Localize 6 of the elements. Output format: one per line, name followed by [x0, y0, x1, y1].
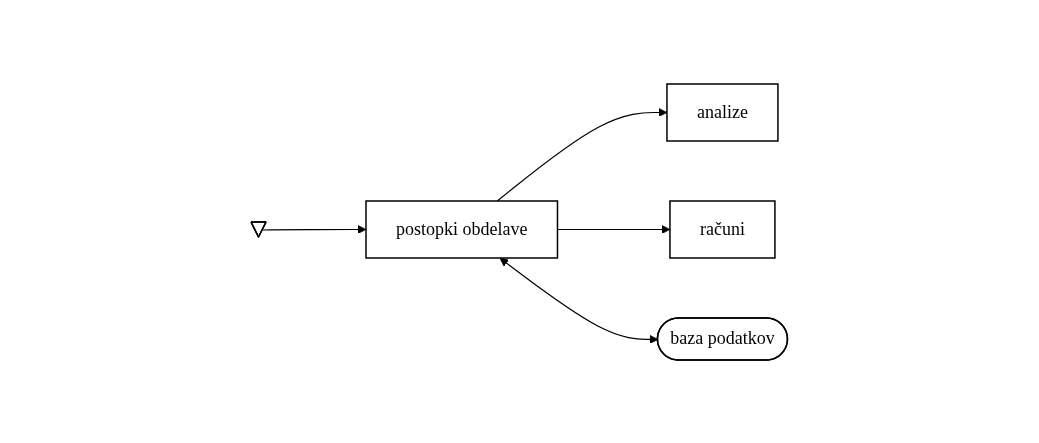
node-box: računi — [669, 199, 776, 259]
arrow — [496, 107, 668, 202]
arrow — [557, 224, 671, 234]
node-box: postopki obdelave — [365, 199, 559, 259]
node-box: analize — [666, 82, 779, 142]
arrow — [262, 224, 367, 234]
